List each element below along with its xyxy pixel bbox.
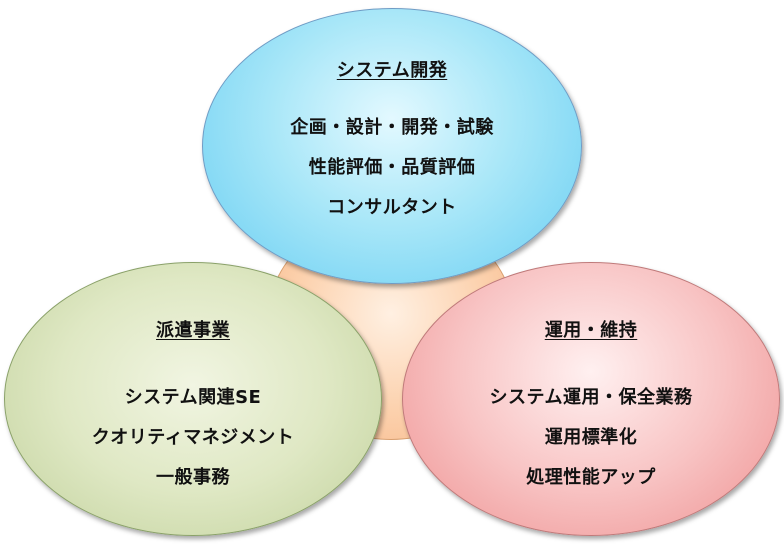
- system-development-item: コンサルタント: [327, 197, 457, 218]
- operations-item: 運用標準化: [544, 427, 638, 448]
- operations-content: 運用・維持 システム運用・保全業務 運用標準化 処理性能アップ: [403, 316, 779, 498]
- system-development-item: 企画・設計・開発・試験: [290, 117, 494, 138]
- dispatch-circle: 派遣事業 システム関連SE クオリティマネジメント 一般事務: [4, 262, 382, 536]
- system-development-items: 企画・設計・開発・試験 性能評価・品質評価 コンサルタント: [203, 108, 581, 228]
- system-development-title: システム開発: [336, 60, 448, 81]
- operations-circle: 運用・維持 システム運用・保全業務 運用標準化 処理性能アップ: [402, 262, 780, 536]
- dispatch-item: 一般事務: [156, 467, 230, 488]
- operations-item: システム運用・保全業務: [489, 387, 693, 408]
- operations-items: システム運用・保全業務 運用標準化 処理性能アップ: [403, 378, 779, 498]
- dispatch-item: システム関連SE: [124, 387, 262, 408]
- dispatch-item: クオリティマネジメント: [91, 427, 295, 448]
- dispatch-content: 派遣事業 システム関連SE クオリティマネジメント 一般事務: [5, 316, 381, 498]
- dispatch-title: 派遣事業: [156, 320, 230, 341]
- operations-item: 処理性能アップ: [526, 467, 656, 488]
- operations-title: 運用・維持: [544, 320, 638, 341]
- dispatch-items: システム関連SE クオリティマネジメント 一般事務: [5, 378, 381, 498]
- system-development-content: システム開発 企画・設計・開発・試験 性能評価・品質評価 コンサルタント: [203, 56, 581, 228]
- system-development-circle: システム開発 企画・設計・開発・試験 性能評価・品質評価 コンサルタント: [202, 8, 582, 284]
- system-development-item: 性能評価・品質評価: [308, 157, 476, 178]
